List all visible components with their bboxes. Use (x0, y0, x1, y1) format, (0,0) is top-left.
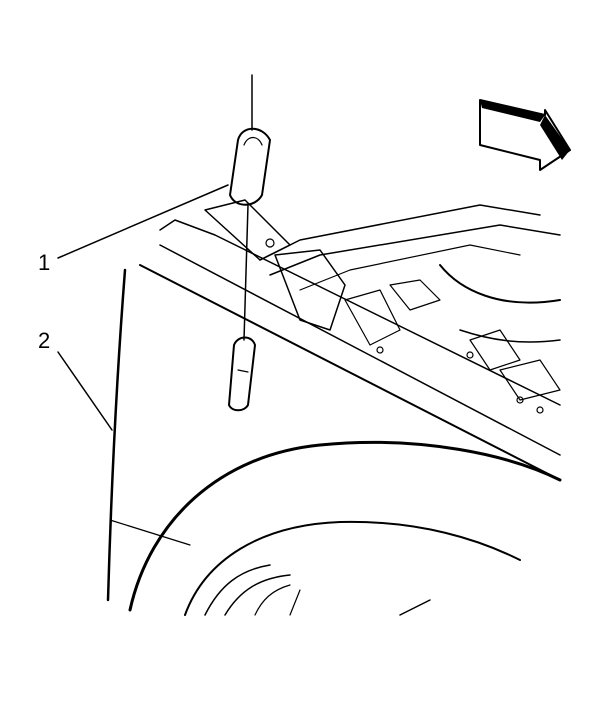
antenna-base-highlight (243, 136, 263, 146)
wheel-arch-inner (184, 520, 521, 616)
wheel-arch-outer (128, 440, 562, 612)
fender-flange (159, 219, 561, 406)
bolt-2 (376, 346, 384, 354)
tire-tread-4 (289, 589, 301, 616)
bolt-1 (265, 238, 275, 248)
antenna-connector-detail (237, 369, 249, 373)
body-crease (109, 519, 191, 546)
callout-1-leader (57, 184, 229, 259)
tire-tread-1 (204, 564, 271, 616)
antenna-cable (243, 204, 249, 341)
hose-1 (439, 264, 561, 304)
hose-2 (459, 329, 561, 343)
tire-tread-2 (224, 574, 291, 616)
antenna-base (229, 127, 271, 206)
bracket-2 (274, 249, 346, 331)
component-1 (469, 329, 521, 371)
bolt-3 (466, 351, 474, 359)
callout-2-leader (57, 351, 113, 431)
callout-2-label: 2 (38, 328, 51, 353)
component-2 (499, 359, 561, 401)
antenna-connector (228, 336, 256, 412)
tire-tread-3 (254, 584, 291, 616)
bracket-1 (204, 199, 291, 261)
bracket-4 (389, 279, 441, 311)
cowl-panel-2 (269, 224, 561, 276)
cowl-panel-3 (299, 244, 521, 291)
bolt-4 (516, 396, 524, 404)
fender-top-edge-inner (159, 244, 561, 456)
arrow-icon (479, 99, 571, 171)
bolt-5 (536, 406, 544, 414)
fender-top-edge (139, 264, 561, 481)
callout-1-label: 1 (38, 250, 51, 275)
fender-front-edge (106, 268, 127, 602)
bracket-3 (344, 289, 401, 346)
tire-tread-5 (399, 599, 431, 616)
